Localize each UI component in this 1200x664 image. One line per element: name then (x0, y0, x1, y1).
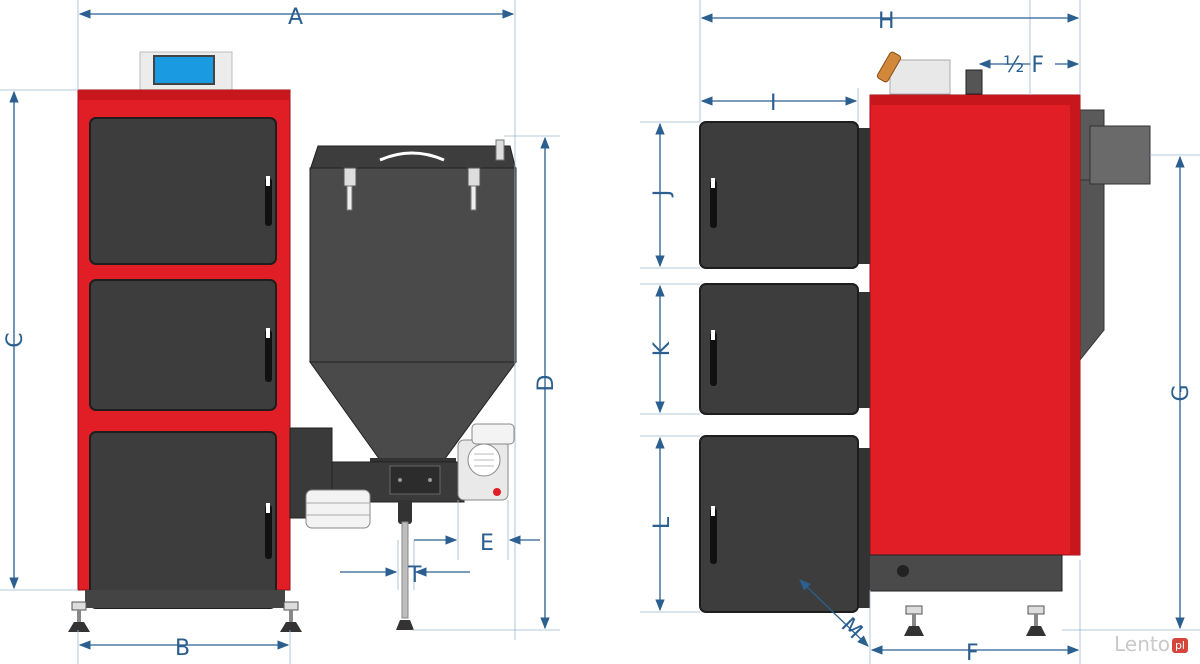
watermark-text: Lento (1114, 632, 1170, 656)
leveling-foot-icon (280, 601, 302, 632)
dim-label-B: B (175, 636, 190, 661)
dim-label-J: J (650, 190, 675, 199)
door-handle-icon (265, 505, 272, 559)
leveling-foot-icon (68, 601, 90, 632)
flue-stub-icon (965, 69, 983, 95)
dim-label-I: I (770, 91, 777, 116)
side-door-lower (699, 435, 859, 613)
dim-label-half-F: ½ F (1003, 53, 1044, 78)
door-handle-icon (710, 508, 717, 564)
leveling-foot-icon (904, 605, 924, 636)
dim-label-D: D (534, 375, 559, 392)
dim-label-H: H (878, 9, 895, 34)
dim-label-K: K (650, 341, 675, 356)
watermark-badge: pl (1171, 638, 1188, 653)
latch-icon (467, 167, 481, 211)
upper-door (89, 117, 277, 265)
dim-label-E: E (480, 531, 494, 556)
dimension-labels: A B C D E T H I J K L G F ½ F M (3, 5, 1194, 664)
dim-label-F: F (966, 641, 979, 664)
dim-label-L: L (650, 516, 675, 529)
latch-icon (343, 167, 357, 211)
side-door-upper (699, 121, 859, 269)
flue-outlet (1089, 125, 1151, 185)
door-handle-icon (265, 178, 272, 226)
side-view (699, 51, 1151, 636)
dim-label-A: A (288, 5, 303, 30)
screw-feeder (305, 423, 515, 630)
front-view (68, 51, 333, 632)
gear-motor-icon (305, 489, 371, 529)
middle-door (89, 279, 277, 411)
dim-label-C: C (3, 332, 28, 347)
lower-door (89, 431, 277, 609)
dim-label-T: T (407, 563, 422, 588)
door-handle-icon (710, 332, 717, 386)
door-handle-icon (265, 330, 272, 382)
control-panel (139, 51, 233, 91)
lid-handle-icon (379, 151, 445, 162)
fuel-hopper (309, 139, 517, 468)
dim-label-G: G (1169, 384, 1194, 401)
leveling-foot-icon (1026, 605, 1046, 636)
boiler-body-side (869, 94, 1081, 556)
side-door-middle (699, 283, 859, 415)
door-handle-icon (710, 180, 717, 228)
